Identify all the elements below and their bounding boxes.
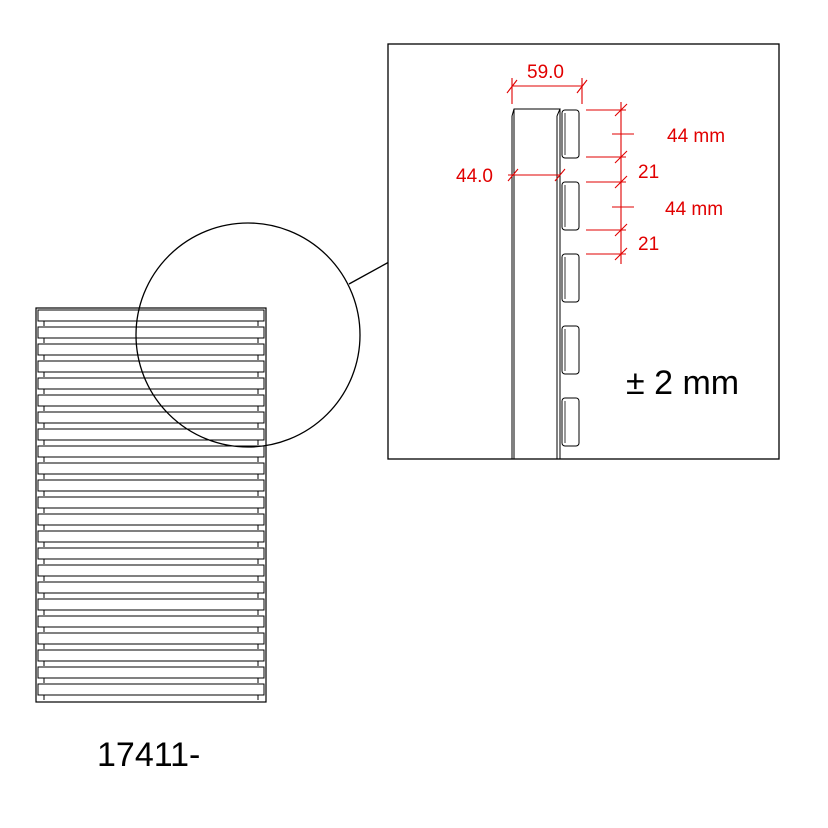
dim-gap-1: 21 bbox=[638, 162, 659, 183]
magnifier-circle bbox=[135, 222, 361, 448]
slat bbox=[37, 377, 265, 390]
product-code: 17411- bbox=[97, 736, 200, 774]
dim-gap-2: 21 bbox=[638, 234, 659, 255]
slat bbox=[37, 530, 265, 543]
magnifier-leader-line bbox=[348, 261, 390, 285]
slat-panel-overview bbox=[35, 307, 267, 703]
slat-end bbox=[561, 253, 580, 303]
slat bbox=[37, 564, 265, 577]
slat bbox=[37, 394, 265, 407]
slat bbox=[37, 615, 265, 628]
tolerance-label: ± 2 mm bbox=[626, 364, 739, 402]
slat bbox=[37, 479, 265, 492]
slat bbox=[37, 326, 265, 339]
slat bbox=[37, 360, 265, 373]
detail-frame bbox=[387, 43, 780, 460]
side-rail bbox=[511, 108, 561, 459]
slat bbox=[37, 649, 265, 662]
slat bbox=[37, 513, 265, 526]
slat-end bbox=[561, 109, 580, 159]
slat-end bbox=[561, 325, 580, 375]
dimension-lines bbox=[506, 78, 634, 264]
dim-slat-pitch-2: 44 mm bbox=[665, 199, 723, 220]
slat bbox=[37, 343, 265, 356]
slat bbox=[37, 683, 265, 696]
slat-end bbox=[561, 181, 580, 231]
slat bbox=[37, 445, 265, 458]
slat bbox=[37, 428, 265, 441]
slat bbox=[37, 462, 265, 475]
dim-slat-pitch-1: 44 mm bbox=[667, 126, 725, 147]
slat-group bbox=[37, 309, 265, 700]
slat-end bbox=[561, 397, 580, 447]
detail-view: 59.0 44.0 44 mm 21 44 mm 21 ± 2 mm bbox=[387, 43, 780, 460]
slat bbox=[37, 632, 265, 645]
slat bbox=[37, 496, 265, 509]
slat bbox=[37, 411, 265, 424]
panel-outline bbox=[35, 307, 267, 703]
dim-total-width: 59.0 bbox=[527, 62, 564, 83]
slat bbox=[37, 581, 265, 594]
slat bbox=[37, 547, 265, 560]
slat-ends bbox=[561, 109, 580, 447]
slat bbox=[37, 309, 265, 322]
slat bbox=[37, 598, 265, 611]
slat bbox=[37, 666, 265, 679]
dim-slat-width: 44.0 bbox=[456, 166, 493, 187]
